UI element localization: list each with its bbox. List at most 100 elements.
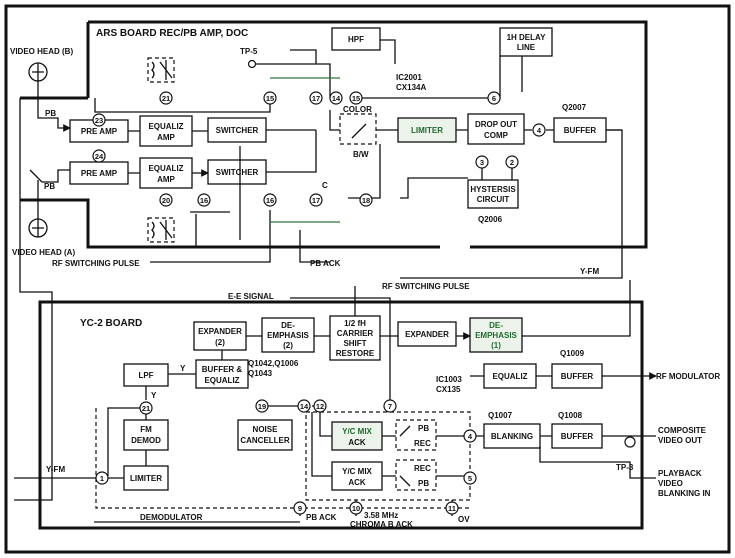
- expander-2-label-1: EXPANDER: [198, 327, 242, 336]
- buffer-equaliz-label-2: EQUALIZ: [204, 376, 239, 385]
- rf-switching-pulse-yc-label: RF SWITCHING PULSE: [382, 282, 470, 291]
- hpf-block: [331, 27, 381, 51]
- noise-canceller-block: [237, 419, 293, 451]
- deemphasis-2-block: [261, 317, 315, 353]
- demodulator-region: [95, 408, 470, 509]
- y-label-1: Y: [180, 364, 186, 373]
- q1008-label: Q1008: [558, 411, 583, 420]
- pb-ack-yc-label: PB ACK: [306, 513, 337, 522]
- hystersis-circuit-label-1: HYSTERSIS: [470, 185, 516, 194]
- yc-mix-bottom-label-2: ACK: [348, 478, 366, 487]
- equaliz-amp-top-label-2: AMP: [157, 133, 175, 142]
- yc-mix-region: [305, 411, 471, 501]
- noise-canceller-label-2: CANCELLER: [240, 436, 290, 445]
- pin-17b-label: 17: [312, 196, 320, 205]
- pin-5-label: 5: [468, 474, 472, 483]
- fm-demod-label-1: FM: [140, 425, 152, 434]
- video-head-b-label: VIDEO HEAD (B): [10, 47, 73, 56]
- pin-7: [383, 399, 397, 413]
- ov-label: OV: [458, 515, 470, 524]
- pin-14-yc-label: 14: [300, 402, 309, 411]
- pin-24: [92, 149, 106, 163]
- pin-16-ars-label: 16: [200, 196, 208, 205]
- playback-label-1: PLAYBACK: [658, 469, 702, 478]
- demodulator-label: DEMODULATOR: [140, 513, 203, 522]
- q1009-label: Q1009: [560, 349, 585, 358]
- blanking-label: BLANKING: [491, 432, 533, 441]
- pin-24-label: 24: [95, 152, 104, 161]
- yc-mix-top-block: [331, 421, 383, 451]
- yc-mix-bottom-label-1: Y/C MIX: [342, 467, 372, 476]
- switcher-top-block: [207, 117, 267, 143]
- pin-16b-label: 16: [266, 196, 274, 205]
- playback-label-2: VIDEO: [658, 479, 683, 488]
- pin-21-yc: [139, 401, 153, 415]
- pin-11: [445, 501, 459, 515]
- carrier-label-1: 1/2 fH: [344, 319, 366, 328]
- pin-12-label: 12: [316, 402, 324, 411]
- buffer-equaliz-block: [195, 359, 249, 389]
- fm-demod-label-2: DEMOD: [131, 436, 161, 445]
- ic2001-label-2: CX134A: [396, 83, 426, 92]
- buffer-rf-label: BUFFER: [561, 372, 594, 381]
- pin-15a: [263, 91, 277, 105]
- dropout-comp-block: [467, 113, 525, 145]
- pin-11-label: 11: [448, 504, 456, 513]
- switcher-bottom-label: SWITCHER: [216, 168, 259, 177]
- carrier-shift-restore-block: [329, 315, 381, 361]
- equaliz-yc-label: EQUALIZ: [492, 372, 527, 381]
- carrier-label-2: CARRIER: [337, 329, 374, 338]
- switch-pb-bottom-label: PB: [418, 479, 429, 488]
- pin-19: [255, 399, 269, 413]
- delay-line-block: [499, 27, 553, 57]
- carrier-label-4: RESTORE: [336, 349, 375, 358]
- pin-16-ars: [197, 193, 211, 207]
- expander-block: [397, 321, 457, 347]
- ars-board-border-lower: [20, 198, 440, 249]
- hystersis-circuit-block: [467, 179, 519, 209]
- buffer-out-label: BUFFER: [561, 432, 594, 441]
- switch-pb-top-label: PB: [418, 424, 429, 433]
- pre-amp-top-label: PRE AMP: [81, 127, 118, 136]
- q2007-label: Q2007: [562, 103, 587, 112]
- pin-2-ars: [505, 155, 519, 169]
- expander-2-label-2: (2): [215, 338, 225, 347]
- q-buffer-label-1: Q1042,Q1006: [248, 359, 299, 368]
- color-label: COLOR: [343, 105, 372, 114]
- composite-label-2: VIDEO OUT: [658, 436, 702, 445]
- pin-4-yc: [463, 429, 477, 443]
- pb-label-bottom: PB: [44, 182, 55, 191]
- pin-23: [92, 113, 106, 127]
- deemphasis-2-label-1: DE-: [281, 321, 295, 330]
- pin-16b: [263, 193, 277, 207]
- pin-17a: [309, 91, 323, 105]
- chroma-label-2: CHROMA B ACK: [350, 520, 413, 529]
- q-buffer-label-2: Q1043: [248, 369, 273, 378]
- delay-line-label-2: LINE: [517, 43, 536, 52]
- coil-bottom: [147, 217, 175, 243]
- equaliz-amp-top-label-1: EQUALIZ: [148, 122, 183, 131]
- pin-9-label: 9: [298, 504, 302, 513]
- tp5-point: [247, 59, 257, 69]
- delay-line-label-1: 1H DELAY: [507, 33, 546, 42]
- limiter-ars-label: LIMITER: [411, 126, 443, 135]
- pin-10-label: 10: [352, 504, 360, 513]
- switcher-bottom-block: [207, 159, 267, 185]
- ic1003-label-1: IC1003: [436, 375, 462, 384]
- pin-21-ars: [159, 91, 173, 105]
- dropout-comp-label-2: COMP: [484, 131, 509, 140]
- switch-rec-top-label: REC: [414, 439, 431, 448]
- pb-label-top: PB: [45, 109, 56, 118]
- y-label-2: Y: [151, 391, 157, 400]
- pin-15-label: 15: [352, 94, 360, 103]
- pin-18-label: 18: [362, 196, 370, 205]
- deemphasis-2-label-3: (2): [283, 341, 293, 350]
- switcher-top-label: SWITCHER: [216, 126, 259, 135]
- playback-label-3: BLANKING IN: [658, 489, 711, 498]
- pin-12: [313, 399, 327, 413]
- ic1003-label-2: CX135: [436, 385, 461, 394]
- yc-mix-bottom-block: [331, 461, 383, 491]
- pin-4-ars-label: 4: [537, 126, 542, 135]
- pin-14-ars: [329, 91, 343, 105]
- pin-21-yc-label: 21: [142, 404, 150, 413]
